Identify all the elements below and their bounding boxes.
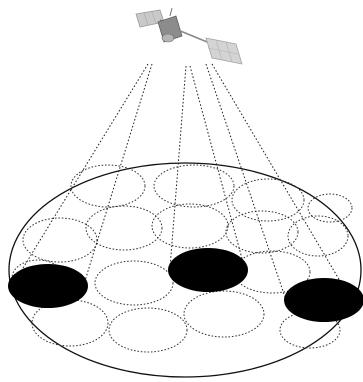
beam-line: [12, 64, 148, 286]
beam-cell: [109, 308, 187, 352]
active-beam-cells: [8, 248, 363, 322]
active-beam-cell: [168, 248, 248, 292]
beam-cell: [154, 165, 234, 207]
satellite-icon: [136, 8, 242, 64]
beam-cell: [86, 206, 162, 250]
beam-cell: [95, 261, 173, 305]
beam-cell: [184, 291, 264, 337]
active-beam-cell: [8, 264, 88, 308]
beam-line: [84, 64, 152, 284]
beam-cell: [226, 211, 298, 253]
active-beam-cell: [284, 278, 363, 322]
beam-cell: [23, 218, 97, 262]
beam-cell: [71, 165, 145, 207]
beam-line: [170, 66, 186, 268]
beam-cell: [152, 204, 228, 248]
